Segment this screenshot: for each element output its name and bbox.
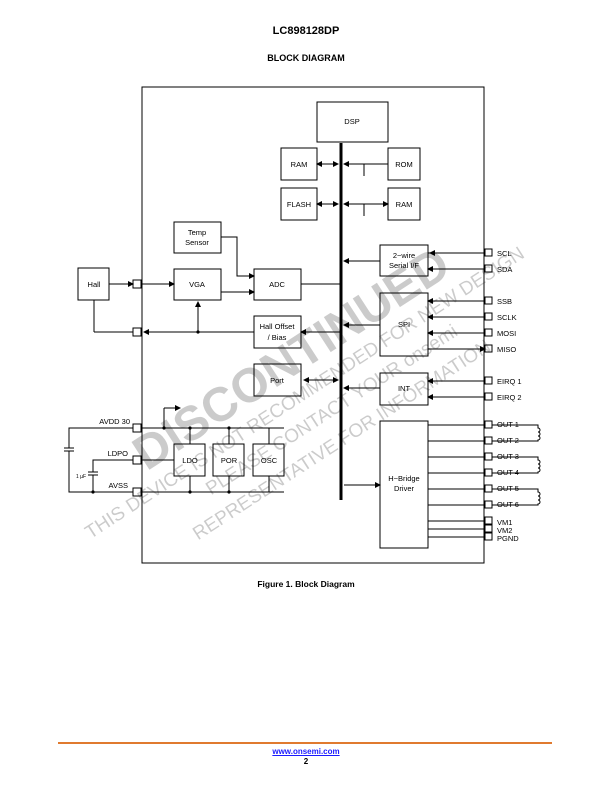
pin-vm1: VM1 — [497, 518, 512, 527]
por-label: POR — [221, 456, 238, 465]
int-block — [379, 372, 429, 406]
port-label: Port — [270, 376, 285, 385]
pin-ssb: SSB — [497, 297, 512, 306]
dsp-label: DSP — [344, 117, 359, 126]
temp-sensor-label-1: Temp — [188, 228, 206, 237]
pin-out2: OUT 2 — [497, 436, 519, 445]
hall-pin — [132, 279, 142, 289]
flash-label: FLASH — [287, 200, 311, 209]
osc-label: OSC — [261, 456, 278, 465]
pin-out5: OUT 5 — [497, 484, 519, 493]
hall-offset-label-1: Hall Offset — [260, 322, 296, 331]
pin-out3: OUT 3 — [497, 452, 519, 461]
page-number: 2 — [303, 757, 309, 766]
chip-outline — [141, 86, 485, 564]
hall-offset-label-2: / Bias — [268, 333, 287, 342]
part-number: LC898128DP — [272, 25, 340, 37]
coil-3 — [492, 488, 541, 506]
pin-miso: MISO — [497, 345, 516, 354]
port-block — [253, 363, 302, 397]
dsp-block — [316, 101, 389, 143]
rom-label: ROM — [395, 160, 413, 169]
capacitor-label: 1 µF — [76, 474, 86, 480]
discontinued-watermark: DISCONTINUED THIS DEVICE IS NOT RECOMMEN… — [82, 237, 529, 544]
hbridge-label-2: Driver — [394, 484, 415, 493]
pin-eirq2: EIRQ 2 — [497, 393, 522, 402]
adc-label: ADC — [269, 280, 285, 289]
pin-vm2: VM2 — [497, 526, 512, 535]
figure-caption: Figure 1. Block Diagram — [257, 579, 355, 589]
pin-out4: OUT 4 — [497, 468, 519, 477]
pin-scl: SCL — [497, 249, 512, 258]
pin-mosi: MOSI — [497, 329, 516, 338]
pin-sda: SDA — [497, 265, 512, 274]
pin-out6: OUT 6 — [497, 500, 519, 509]
pin-eirq1: EIRQ 1 — [497, 377, 522, 386]
footer-link[interactable]: www.onsemi.com — [272, 747, 340, 756]
vga-label: VGA — [189, 280, 205, 289]
pin-sclk: SCLK — [497, 313, 517, 322]
temp-sensor-label-2: Sensor — [185, 238, 209, 247]
pin-out1: OUT 1 — [497, 420, 519, 429]
ldo-label: LDO — [182, 456, 198, 465]
serial-if-label-1: 2−wire — [393, 251, 415, 260]
pin-ldpo: LDPO — [108, 449, 129, 458]
ram2-label: RAM — [396, 200, 413, 209]
coil-2 — [492, 456, 541, 474]
hall-label: Hall — [88, 280, 101, 289]
serial-if-label-2: Serial I/F — [389, 261, 419, 270]
pin-pgnd: PGND — [497, 534, 519, 543]
section-heading: BLOCK DIAGRAM — [267, 53, 345, 63]
bias-pin — [132, 327, 142, 337]
watermark-line-2: THIS DEVICE IS NOT RECOMMENDED FOR NEW D… — [82, 243, 529, 543]
pin-avss: AVSS — [109, 481, 128, 490]
int-label: INT — [398, 384, 411, 393]
hbridge-label-1: H−Bridge — [388, 474, 419, 483]
spi-label: SPI — [398, 320, 410, 329]
footer-rule — [58, 742, 552, 744]
ram1-label: RAM — [291, 160, 308, 169]
coil-1 — [492, 424, 541, 442]
pin-avdd30: AVDD 30 — [99, 417, 130, 426]
